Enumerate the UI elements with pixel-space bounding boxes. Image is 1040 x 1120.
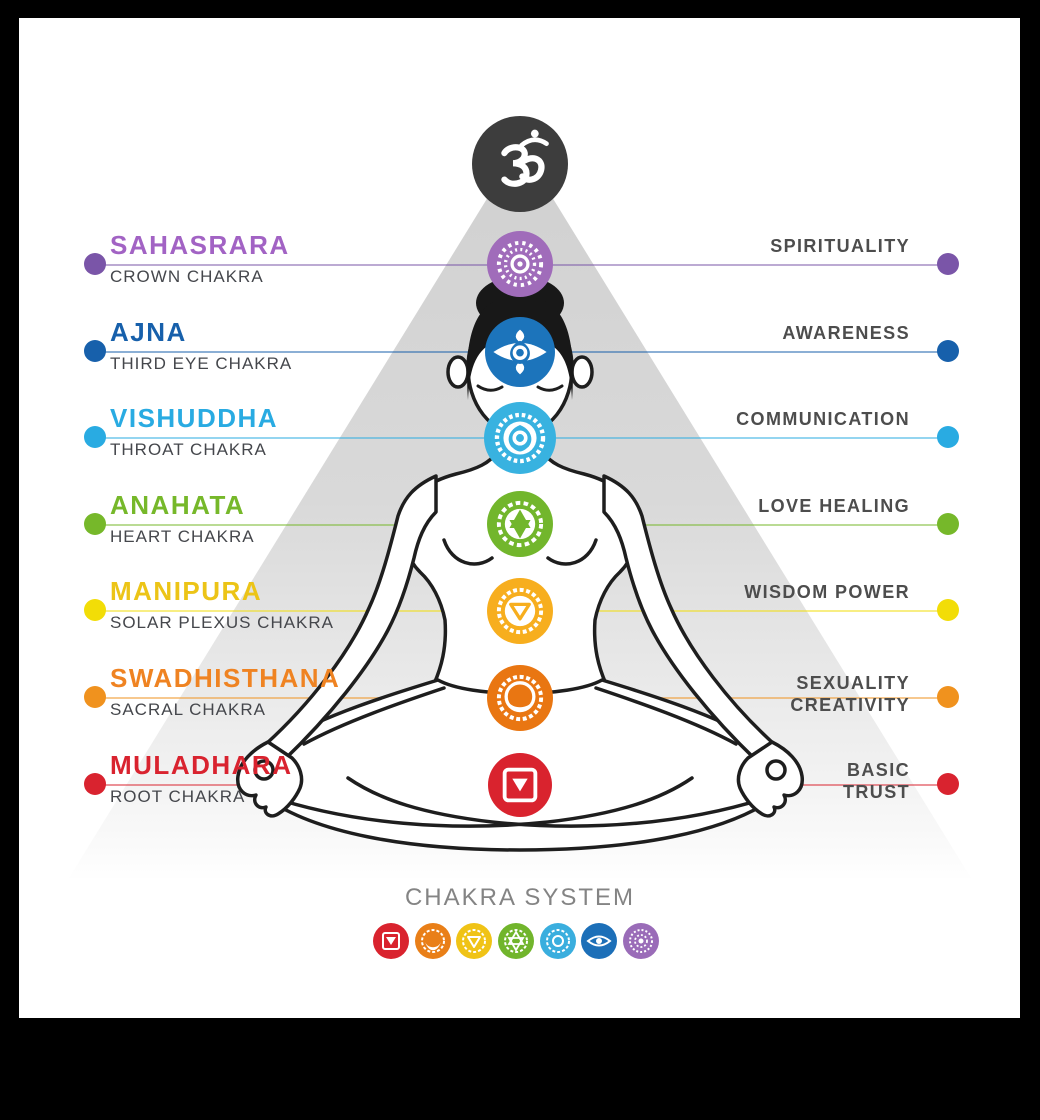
quality-sexuality-creativity: SEXUALITY CREATIVITY	[790, 672, 910, 716]
om-icon	[501, 129, 549, 187]
label-muladhara: MULADHARA ROOT CHAKRA	[110, 752, 292, 806]
third-eye-icon	[493, 329, 547, 375]
right-dot-throat	[937, 426, 959, 448]
solar-plexus-icon	[496, 587, 544, 635]
right-dot-crown	[937, 253, 959, 275]
left-dot-crown	[84, 253, 106, 275]
quality-basic-trust: BASIC TRUST	[843, 759, 910, 803]
frame-top	[0, 0, 1040, 18]
right-ear	[570, 355, 594, 389]
heart-star-icon	[496, 500, 544, 548]
thigh-crease-left	[302, 686, 446, 746]
quality-text-line2: TRUST	[843, 782, 910, 802]
left-dot-solar	[84, 599, 106, 621]
quality-text: BASIC	[846, 760, 910, 780]
chakra-title: SWADHISTHANA	[110, 663, 341, 693]
quality-text: LOVE HEALING	[758, 496, 910, 516]
om-badge	[472, 116, 568, 212]
label-manipura: MANIPURA SOLAR PLEXUS CHAKRA	[110, 578, 334, 632]
label-ajna: AJNA THIRD EYE CHAKRA	[110, 319, 292, 373]
closed-eye-left	[476, 384, 504, 392]
chest-line-right	[546, 538, 598, 566]
quality-awareness: AWARENESS	[782, 322, 910, 344]
chakra-title: MANIPURA	[110, 576, 263, 606]
shin-cross-right	[346, 776, 774, 828]
throat-chakra-circle	[484, 402, 556, 474]
hair	[467, 296, 573, 400]
chakra-title: ANAHATA	[110, 490, 246, 520]
quality-text: COMMUNICATION	[736, 409, 910, 429]
label-sahasrara: SAHASRARA CROWN CHAKRA	[110, 232, 290, 286]
muladhara-root-icon	[373, 923, 409, 959]
quality-spirituality: SPIRITUALITY	[770, 235, 910, 257]
left-dot-third-eye	[84, 340, 106, 362]
vishuddha-throat-icon	[540, 923, 576, 959]
chakra-title: AJNA	[110, 317, 187, 347]
right-dot-solar	[937, 599, 959, 621]
chakra-subtitle: THROAT CHAKRA	[110, 440, 267, 459]
quality-text: AWARENESS	[782, 323, 910, 343]
quality-text: SEXUALITY	[796, 673, 910, 693]
thigh-crease-right	[594, 686, 738, 746]
solar-plexus-chakra-circle	[487, 578, 553, 644]
left-dot-sacral	[84, 686, 106, 708]
quality-text-line2: CREATIVITY	[790, 695, 910, 715]
right-dot-heart	[937, 513, 959, 535]
left-dot-root	[84, 773, 106, 795]
chakra-title: VISHUDDHA	[110, 403, 279, 433]
label-vishuddha: VISHUDDHA THROAT CHAKRA	[110, 405, 278, 459]
quality-text: WISDOM POWER	[744, 582, 910, 602]
frame-left	[0, 0, 19, 1120]
right-dot-sacral	[937, 686, 959, 708]
manipura-solar-plexus-icon	[456, 923, 492, 959]
crown-mandala-icon	[496, 240, 544, 288]
chakra-title: SAHASRARA	[110, 230, 290, 260]
sacral-chakra-circle	[487, 665, 553, 731]
swadhisthana-sacral-icon	[415, 923, 451, 959]
chakra-subtitle: ROOT CHAKRA	[110, 787, 246, 806]
frame-bottom	[0, 1018, 1040, 1120]
root-square-icon	[502, 767, 538, 803]
label-anahata: ANAHATA HEART CHAKRA	[110, 492, 255, 546]
chakra-title: MULADHARA	[110, 750, 293, 780]
heart-chakra-circle	[487, 491, 553, 557]
label-swadhisthana: SWADHISTHANA SACRAL CHAKRA	[110, 665, 340, 719]
left-dot-throat	[84, 426, 106, 448]
quality-text: SPIRITUALITY	[770, 236, 910, 256]
chest-line-left	[442, 538, 494, 566]
sahasrara-crown-icon	[623, 923, 659, 959]
third-eye-chakra-circle	[485, 317, 555, 387]
throat-mandala-icon	[494, 412, 546, 464]
right-dot-root	[937, 773, 959, 795]
chakra-subtitle: THIRD EYE CHAKRA	[110, 354, 293, 373]
quality-communication: COMMUNICATION	[736, 408, 910, 430]
root-chakra-circle	[488, 753, 552, 817]
chakra-subtitle: CROWN CHAKRA	[110, 267, 264, 286]
left-ear	[446, 355, 470, 389]
left-mudra-ring	[253, 759, 275, 781]
ajna-third-eye-icon	[581, 923, 617, 959]
frame-right	[1020, 0, 1040, 1120]
chakra-subtitle: SACRAL CHAKRA	[110, 700, 266, 719]
crown-chakra-circle	[487, 231, 553, 297]
footer-title: CHAKRA SYSTEM	[404, 884, 636, 911]
quality-love-healing: LOVE HEALING	[758, 495, 910, 517]
chakra-subtitle: SOLAR PLEXUS CHAKRA	[110, 613, 335, 632]
chakra-subtitle: HEART CHAKRA	[110, 527, 255, 546]
closed-eye-right	[536, 384, 564, 392]
sacral-crescent-icon	[496, 674, 544, 722]
right-mudra-ring	[765, 759, 787, 781]
quality-wisdom-power: WISDOM POWER	[744, 581, 910, 603]
right-dot-third-eye	[937, 340, 959, 362]
anahata-heart-icon	[498, 923, 534, 959]
left-dot-heart	[84, 513, 106, 535]
